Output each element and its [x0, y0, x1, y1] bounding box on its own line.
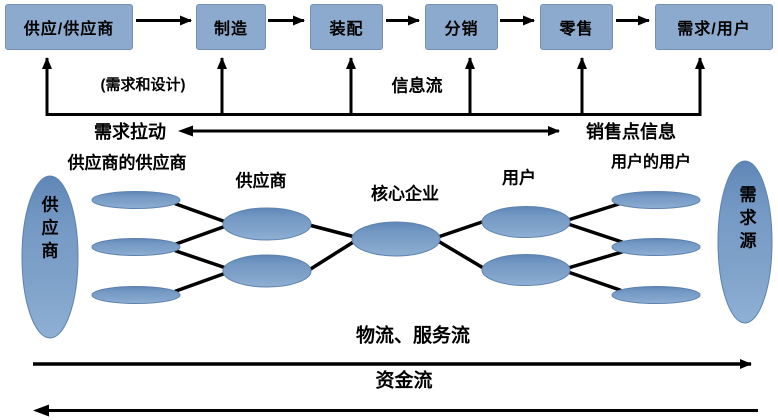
label-suppliers-supplier: 供应商的供应商	[67, 153, 187, 173]
label-user: 用户	[502, 168, 536, 188]
flow-box-assembly: 装配	[310, 4, 383, 50]
users-user-node	[611, 238, 701, 256]
label-logistics-service-flow: 物流、服务流	[355, 325, 471, 347]
flow-box-manufacturing: 制造	[196, 4, 266, 50]
supply-source-ellipse	[21, 175, 79, 339]
demand-pull-arrow	[178, 125, 560, 137]
flow-box-distribution: 分销	[425, 4, 498, 50]
label-pos-information: 销售点信息	[586, 122, 676, 142]
label-information-flow: 信息流	[391, 76, 443, 96]
supplier-node	[222, 254, 312, 288]
information-flow-lines	[42, 57, 705, 116]
supplier-node	[222, 207, 312, 241]
label-demand-source: 需求源	[736, 185, 756, 255]
label-demand-and-design: (需求和设计)	[100, 76, 186, 94]
label-users-user: 用户的用户	[610, 154, 692, 171]
capital-flow-arrow	[33, 404, 758, 417]
flow-box-supply-supplier: 供应/供应商	[5, 4, 133, 50]
label-core-enterprise: 核心企业	[371, 184, 439, 204]
label-supply-source: 供应商	[38, 195, 58, 265]
core-enterprise-node	[351, 221, 441, 257]
user-node	[481, 254, 571, 286]
suppliers-supplier-node	[91, 286, 181, 304]
flow-box-demand-user: 需求/用户	[655, 4, 773, 50]
users-user-node	[611, 191, 701, 209]
user-node	[481, 206, 571, 238]
suppliers-supplier-node	[91, 238, 181, 256]
users-user-node	[611, 286, 701, 304]
suppliers-supplier-node	[91, 191, 181, 209]
label-demand-pull: 需求拉动	[94, 122, 166, 142]
network-links	[174, 201, 624, 293]
label-supplier: 供应商	[235, 171, 287, 191]
label-capital-flow: 资金流	[375, 370, 433, 392]
network-ellipses	[21, 160, 773, 339]
flow-box-retail: 零售	[540, 4, 613, 50]
demand-source-ellipse	[717, 160, 773, 324]
